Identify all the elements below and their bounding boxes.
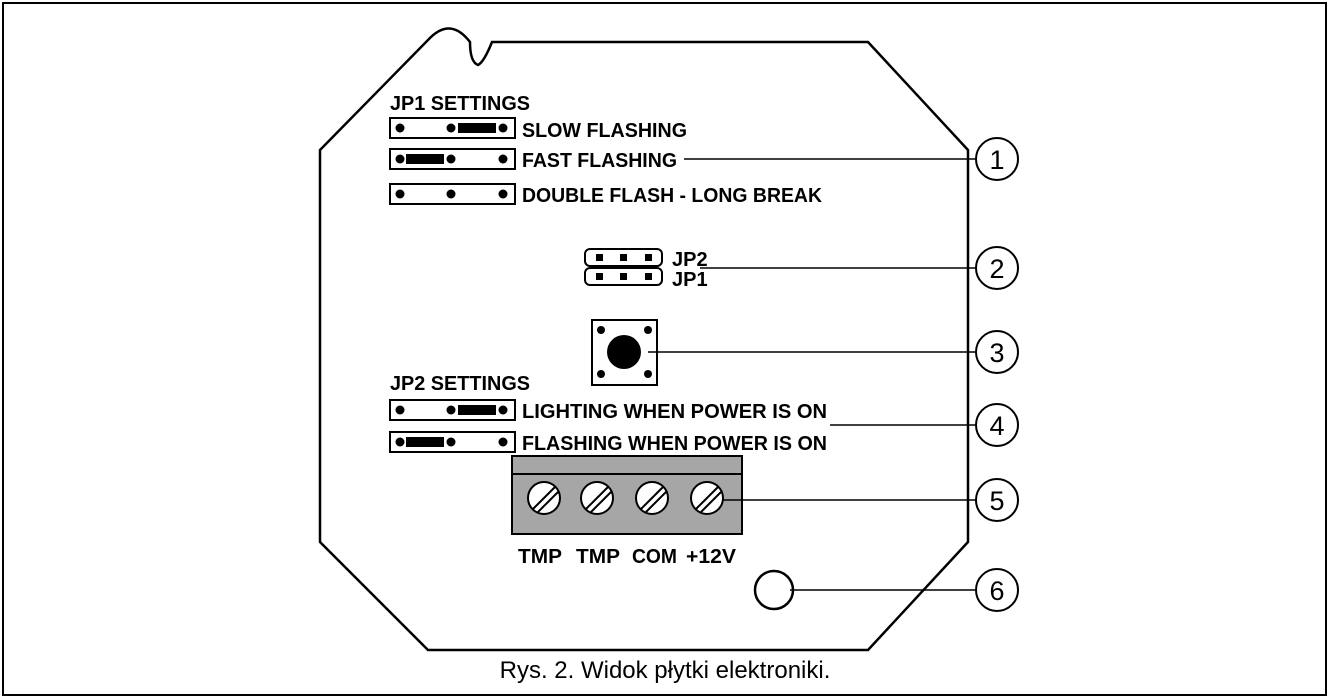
- pcb-outline: [318, 27, 970, 652]
- callout-1: 1: [975, 137, 1019, 181]
- header-pin: [498, 437, 508, 447]
- header-pin: [395, 405, 405, 415]
- jumper-header: [389, 148, 516, 170]
- jumper-cap: [406, 154, 444, 164]
- board-headers: JP2 JP1: [584, 248, 708, 291]
- jumper-cap: [406, 437, 444, 447]
- header-pin: [395, 437, 405, 447]
- header-pin: [498, 123, 508, 133]
- switch-corner-dot: [597, 326, 605, 334]
- jumper-cap: [458, 123, 496, 133]
- header-pin: [498, 405, 508, 415]
- figure-caption: Rys. 2. Widok płytki elektroniki.: [500, 657, 831, 684]
- terminal-label: +12V: [686, 546, 737, 568]
- jp2-label: JP2: [672, 249, 708, 271]
- jumper-cap: [458, 405, 496, 415]
- jumper-header: [389, 399, 516, 421]
- terminal-label: TMP: [518, 546, 562, 568]
- header-pin: [395, 189, 405, 199]
- callout-2: 2: [975, 246, 1019, 290]
- header-pin: [395, 154, 405, 164]
- svg-text:1: 1: [989, 145, 1004, 175]
- jp1-option-slow: SLOW FLASHING: [389, 117, 687, 142]
- header-pin: [498, 189, 508, 199]
- jumper-header: [389, 183, 516, 205]
- svg-text:5: 5: [989, 486, 1004, 516]
- terminal-screw: [527, 481, 561, 515]
- header-pin: [446, 437, 456, 447]
- svg-text:3: 3: [989, 338, 1004, 368]
- terminal-label: COM: [632, 546, 677, 568]
- switch-button: [607, 335, 641, 369]
- header-pin: [446, 189, 456, 199]
- jp2-settings-title: JP2 SETTINGS: [390, 373, 530, 395]
- jp1-option-double: DOUBLE FLASH - LONG BREAK: [389, 183, 823, 207]
- svg-text:2: 2: [989, 254, 1004, 284]
- option-label: LIGHTING WHEN POWER IS ON: [522, 401, 827, 423]
- header-pin: [596, 273, 603, 280]
- svg-text:4: 4: [989, 411, 1004, 441]
- jumper-header: [389, 117, 516, 139]
- switch-corner-dot: [644, 370, 652, 378]
- mounting-hole: [753, 569, 795, 611]
- jp1-option-fast: FAST FLASHING: [389, 148, 677, 172]
- header-pin: [645, 273, 652, 280]
- jp1-settings-title: JP1 SETTINGS: [390, 93, 530, 115]
- terminal-screw: [635, 481, 669, 515]
- terminal-screw: [580, 481, 614, 515]
- jp2-header: [584, 248, 663, 267]
- header-pin: [596, 254, 603, 261]
- terminal-label: TMP: [576, 546, 620, 568]
- switch-corner-dot: [644, 326, 652, 334]
- callout-5: 5: [975, 478, 1019, 522]
- callout-4: 4: [975, 403, 1019, 447]
- jp2-option-flashing: FLASHING WHEN POWER IS ON: [389, 431, 827, 455]
- option-label: DOUBLE FLASH - LONG BREAK: [522, 185, 823, 207]
- header-pin: [446, 123, 456, 133]
- jp1-label: JP1: [672, 269, 708, 291]
- terminal-block-top: [511, 455, 743, 475]
- option-label: FAST FLASHING: [522, 150, 677, 172]
- terminal-screw: [690, 481, 724, 515]
- jp2-option-lighting: LIGHTING WHEN POWER IS ON: [389, 399, 827, 423]
- callout-6: 6: [975, 568, 1019, 612]
- terminal-block: [511, 455, 743, 535]
- svg-text:6: 6: [989, 576, 1004, 606]
- jp1-header: [584, 267, 663, 286]
- header-pin: [446, 154, 456, 164]
- header-pin: [620, 254, 627, 261]
- tamper-switch: [591, 319, 658, 386]
- header-pin: [498, 154, 508, 164]
- header-pin: [645, 254, 652, 261]
- option-label: FLASHING WHEN POWER IS ON: [522, 433, 827, 455]
- header-pin: [395, 123, 405, 133]
- header-pin: [446, 405, 456, 415]
- callout-3: 3: [975, 330, 1019, 374]
- header-pin: [620, 273, 627, 280]
- jumper-header: [389, 431, 516, 453]
- option-label: SLOW FLASHING: [522, 120, 687, 142]
- switch-corner-dot: [597, 370, 605, 378]
